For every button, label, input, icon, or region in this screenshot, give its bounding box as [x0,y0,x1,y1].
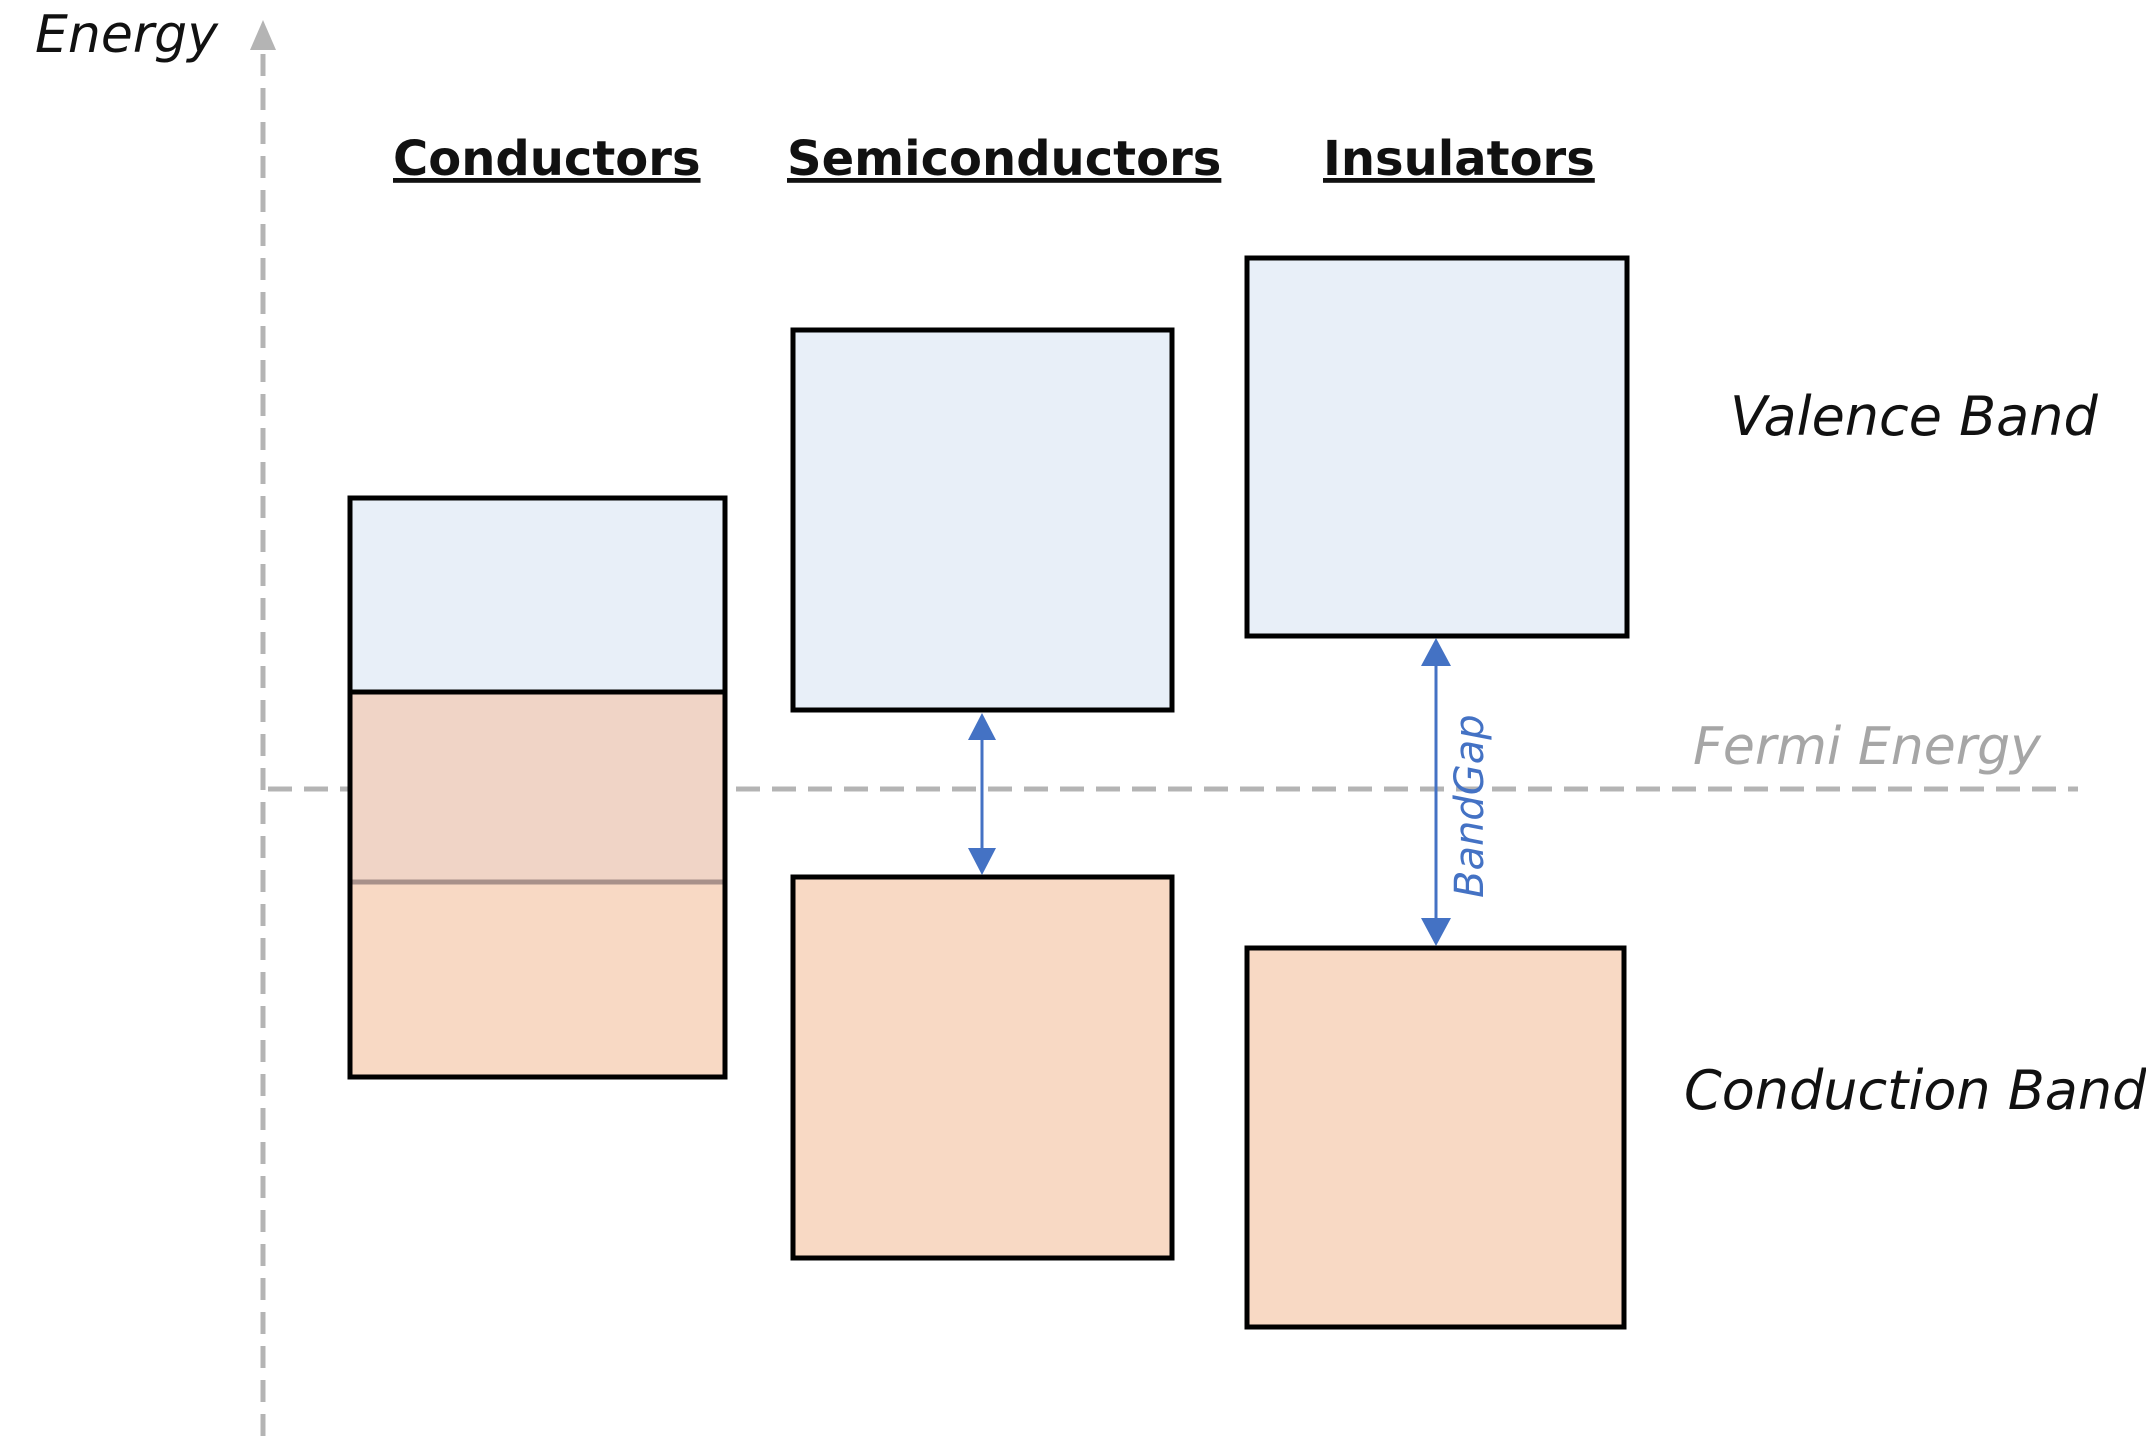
insulators-band-gap-arrow [1421,638,1451,946]
semiconductors-valence-band [790,327,1175,713]
semiconductors-heading: Semiconductors [787,131,1221,187]
semiconductors-band-gap-arrow [968,713,996,875]
valence-band-label: Valence Band [1730,385,2098,448]
energy-axis-arrowhead [250,20,276,50]
conductors-valence-band [350,498,725,692]
semiconductors-conduction-band [790,874,1175,1261]
fermi-energy-label: Fermi Energy [1693,717,2042,777]
conduction-band-label: Conduction Band [1684,1059,2146,1122]
conductors-conduction-band [350,882,725,1077]
insulators-heading: Insulators [1323,131,1595,187]
band-gap-label: BandGap [1447,714,1493,898]
conductors-heading: Conductors [393,131,701,187]
insulators-valence-band [1244,255,1630,639]
conductors-overlap-region [350,692,725,882]
energy-axis-label: Energy [35,5,219,65]
insulators-conduction-band [1244,945,1627,1330]
conductors-bands [347,495,728,1080]
conductors-band-outline [347,495,728,1080]
